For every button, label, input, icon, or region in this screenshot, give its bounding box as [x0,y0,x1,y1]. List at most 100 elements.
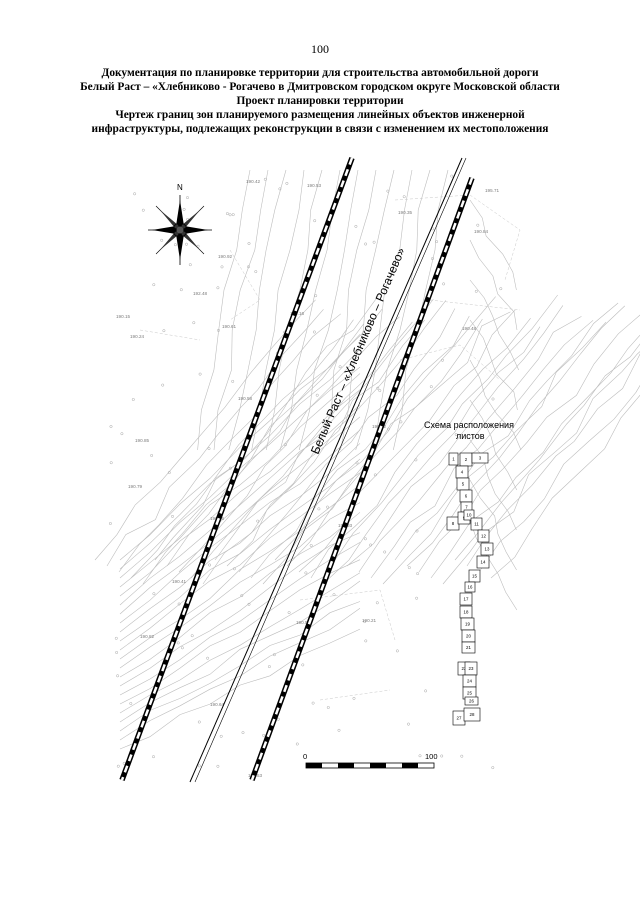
survey-point [247,242,251,245]
sheet-number: 4 [461,470,464,475]
sheet-layout-scheme: 1234567891011121314151617181920212223242… [446,452,494,726]
contour-line [119,472,361,651]
contour-line [106,309,324,567]
sheet-10: 10 [463,509,475,521]
field-boundaries [139,194,521,701]
survey-point [247,602,251,606]
sheet-frame [463,707,481,722]
sheet-6: 6 [459,489,473,503]
survey-point [231,213,235,217]
sheet-20: 20 [461,629,476,643]
field-boundary [139,329,201,341]
survey-point [285,181,289,185]
survey-point [240,594,244,598]
sheet-number: 8 [452,521,455,526]
contour-line [478,384,640,573]
survey-point [185,242,188,246]
survey-point [109,461,113,465]
road-line-a [189,157,463,783]
survey-point [326,505,329,509]
survey-point [129,702,133,705]
contour-line [119,502,361,669]
survey-point [431,257,434,261]
contour-line [119,416,361,615]
survey-point [378,389,382,393]
sheet-number: 18 [464,610,469,615]
scale-bar [305,762,435,769]
elevation-label: 190.24 [130,334,144,339]
contour-line [469,399,518,491]
sheet-15: 15 [468,569,481,583]
survey-point [196,244,200,248]
contour-line [310,318,531,579]
survey-point [217,328,220,332]
sheet-frame [459,592,473,606]
survey-point [133,192,137,196]
survey-point [304,571,308,575]
elevation-label: 190.53 [307,183,321,188]
survey-point [182,207,186,211]
elevation-label: 192.48 [193,291,207,296]
survey-point [314,294,318,298]
contour-line [119,404,361,606]
contour-line [469,479,517,571]
survey-point [376,386,380,390]
survey-point [152,755,155,759]
survey-point [276,717,280,721]
contour-line [119,512,361,678]
sheet-number: 7 [465,505,468,510]
elevation-label: 190.42 [246,179,260,184]
survey-point [131,398,135,401]
survey-point [173,243,177,247]
survey-point [197,764,201,768]
survey-point [116,674,120,678]
sheet-number: 6 [465,494,468,499]
contour-line [334,294,558,561]
contour-line [119,601,361,732]
contour-line [373,169,431,451]
sheet-frame [477,529,490,543]
survey-point [429,385,433,389]
sheet-frame [464,696,479,706]
contour-line [382,321,607,585]
elevation-label: 190.48 [462,326,476,331]
survey-point [383,550,387,554]
survey-point [416,572,420,576]
sheet-frame [480,542,494,556]
survey-point [263,177,267,181]
survey-point [375,601,379,605]
survey-point [287,611,291,615]
survey-point [337,728,341,732]
sheet-frame [461,641,476,654]
scheme-title-line-2: листов [456,431,485,441]
contour-line [119,580,361,723]
survey-point [440,754,444,758]
sheet-number: 1 [452,457,455,462]
sheet-26: 26 [464,696,479,706]
survey-point [399,420,403,424]
sheet-8: 8 [446,516,460,531]
survey-point [177,602,181,606]
survey-point [197,720,201,724]
contour-line [430,334,640,579]
sheet-number: 27 [457,716,462,721]
header-line-1: Документация по планировке территории дл… [101,67,539,79]
sheet-number: 20 [466,634,471,639]
contour-line [322,326,541,585]
sheet-number: 28 [470,712,475,717]
zone-boundary-right [249,177,475,781]
contour-line [298,309,516,573]
survey-point [491,766,495,770]
field-boundary [229,249,261,321]
survey-point [407,566,411,570]
survey-point [116,764,120,768]
sheet-17: 17 [459,592,473,606]
road-line-b [194,157,467,783]
scale-start-label: 0 [303,752,307,761]
survey-point [152,283,156,287]
survey-point [167,471,171,475]
survey-point [171,514,174,518]
document-header: Документация по планировке территории дл… [20,66,620,136]
contour-line [316,169,377,451]
contour-line [340,169,395,451]
